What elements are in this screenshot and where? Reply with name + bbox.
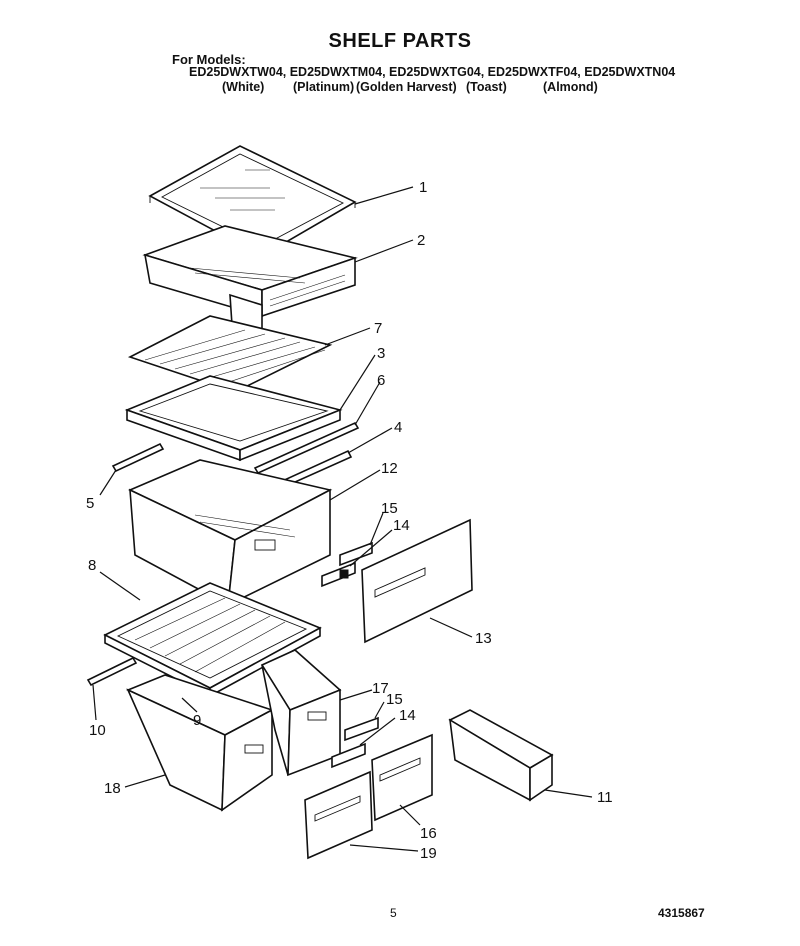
part-5-rail	[111, 442, 165, 473]
page-number: 5	[390, 906, 397, 920]
part-6-rail	[253, 421, 360, 475]
color-white: (White)	[222, 80, 265, 94]
callout-6: 6	[377, 372, 385, 389]
callout-13: 13	[475, 630, 492, 647]
part-16-drawer-front	[371, 733, 433, 822]
part-19-drawer-front	[304, 770, 373, 860]
page-title: SHELF PARTS	[328, 30, 472, 52]
part-17-bin-right	[260, 649, 342, 777]
callout-1: 1	[419, 179, 427, 196]
callout-12: 12	[381, 460, 398, 477]
part-13-drawer-front	[361, 518, 473, 644]
part-10-rail	[86, 656, 138, 687]
document-number: 4315867	[658, 906, 705, 920]
callout-14-lower: 14	[399, 707, 416, 724]
callout-9: 9	[193, 712, 201, 729]
callout-2: 2	[417, 232, 425, 249]
part-15-upper	[339, 541, 373, 567]
callout-15-lower: 15	[386, 691, 403, 708]
callout-8: 8	[88, 557, 96, 574]
part-3-frame	[124, 375, 343, 462]
callout-3: 3	[377, 345, 385, 362]
part-2-pan	[142, 225, 358, 337]
part-15-lower	[344, 716, 379, 742]
color-golden-harvest: (Golden Harvest)	[356, 80, 457, 94]
callout-19: 19	[420, 845, 437, 862]
part-12-drawer	[128, 459, 333, 607]
callout-10: 10	[89, 722, 106, 739]
part-14-lower	[331, 742, 366, 769]
callout-15-upper: 15	[381, 500, 398, 517]
color-toast: (Toast)	[466, 80, 507, 94]
callout-4: 4	[394, 419, 402, 436]
part-14-upper	[321, 561, 356, 588]
callout-7: 7	[374, 320, 382, 337]
part-11-door-bin	[448, 709, 554, 802]
callout-14-upper: 14	[393, 517, 410, 534]
color-almond: (Almond)	[543, 80, 598, 94]
for-models-label: For Models:	[172, 52, 246, 67]
callout-5: 5	[86, 495, 94, 512]
callout-16: 16	[420, 825, 437, 842]
model-numbers: ED25DWXTW04, ED25DWXTM04, ED25DWXTG04, E…	[189, 65, 676, 79]
callout-17: 17	[372, 680, 389, 697]
leader-lines	[92, 186, 593, 852]
part-18-bin-left	[125, 674, 275, 812]
callout-11: 11	[597, 789, 613, 806]
color-platinum: (Platinum)	[293, 80, 355, 94]
callout-18: 18	[104, 780, 121, 797]
